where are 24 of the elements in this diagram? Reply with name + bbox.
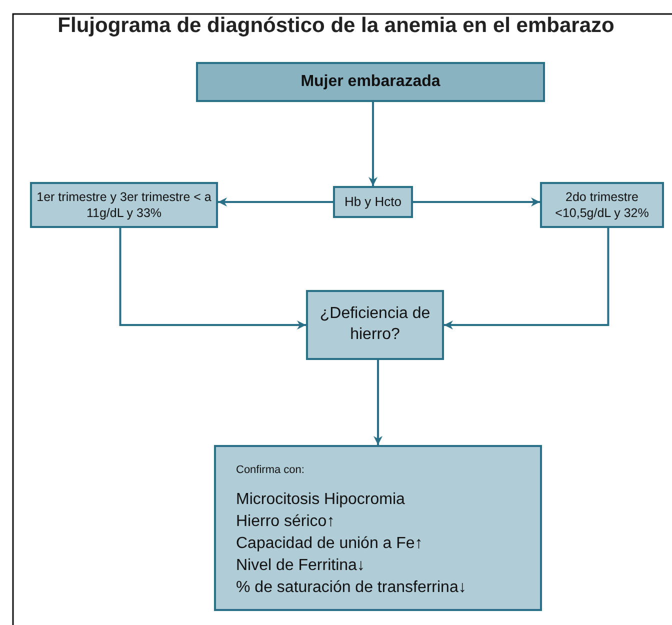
decision-box (306, 290, 444, 360)
result-box (214, 445, 542, 611)
node-label: Mujer embarazada (300, 72, 440, 92)
diagram-title: Flujograma de diagnóstico de la anemia en el embarazo (56, 14, 616, 38)
node-label: 2do trimestre <10,5g/dL y 32% (554, 188, 650, 222)
arrow (119, 228, 306, 330)
condition-box (540, 182, 664, 228)
condition-box (30, 182, 218, 228)
node-label: Hb y Hcto (344, 194, 402, 210)
list-item: Nivel de Ferritina↓ (236, 556, 365, 576)
node-label: ¿Deficiencia de hierro? (318, 304, 432, 345)
start-box (196, 62, 545, 102)
list-item: Hierro sérico↑ (236, 512, 335, 532)
arrow (413, 198, 540, 206)
list-item: Microcitosis Hipocromia (236, 490, 405, 510)
arrow (374, 360, 382, 445)
list-item: Capacidad de unión a Fe↑ (236, 534, 423, 554)
list-item: % de saturación de transferrina↓ (236, 578, 466, 598)
arrow (218, 198, 333, 206)
arrow (444, 228, 610, 330)
node-label: 1er trimestre y 3er trimestre < a 11g/dL y 33% (36, 188, 212, 222)
process-box (333, 186, 413, 218)
list-heading: Confirma con: (236, 463, 304, 478)
arrow (368, 102, 378, 186)
